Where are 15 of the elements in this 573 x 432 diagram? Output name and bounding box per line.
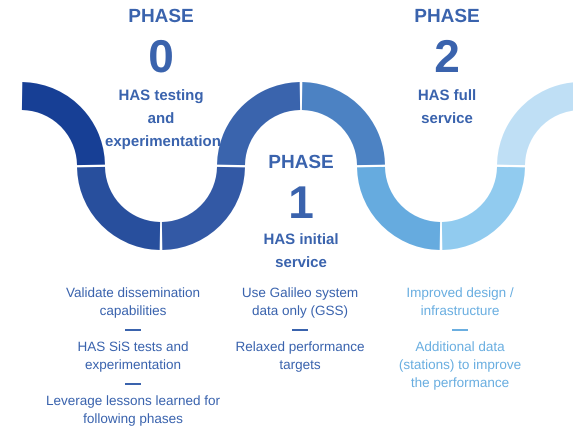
phase-title: HAS initial service [262,230,340,273]
note-text: HAS SiS tests and experimentation [76,338,190,374]
phase-title: HAS full service [416,86,478,129]
phase-number: 2 [434,30,460,82]
phase-number: 1 [288,176,314,228]
phase-heading: PHASE [128,6,194,28]
note-text: Relaxed performance targets [234,338,366,374]
phase-number: 0 [148,30,174,82]
note-text: Improved design / infrastructure [405,284,515,320]
note-text: Validate dissemination capabilities [64,284,202,320]
note-text: Use Galileo system data only (GSS) [240,284,360,320]
note-text: Additional data (stations) to improve the performance [398,338,522,392]
phase-heading: PHASE [414,6,480,28]
note-text: Leverage lessons learned for following phases [44,392,222,428]
phase-heading: PHASE [268,152,334,174]
